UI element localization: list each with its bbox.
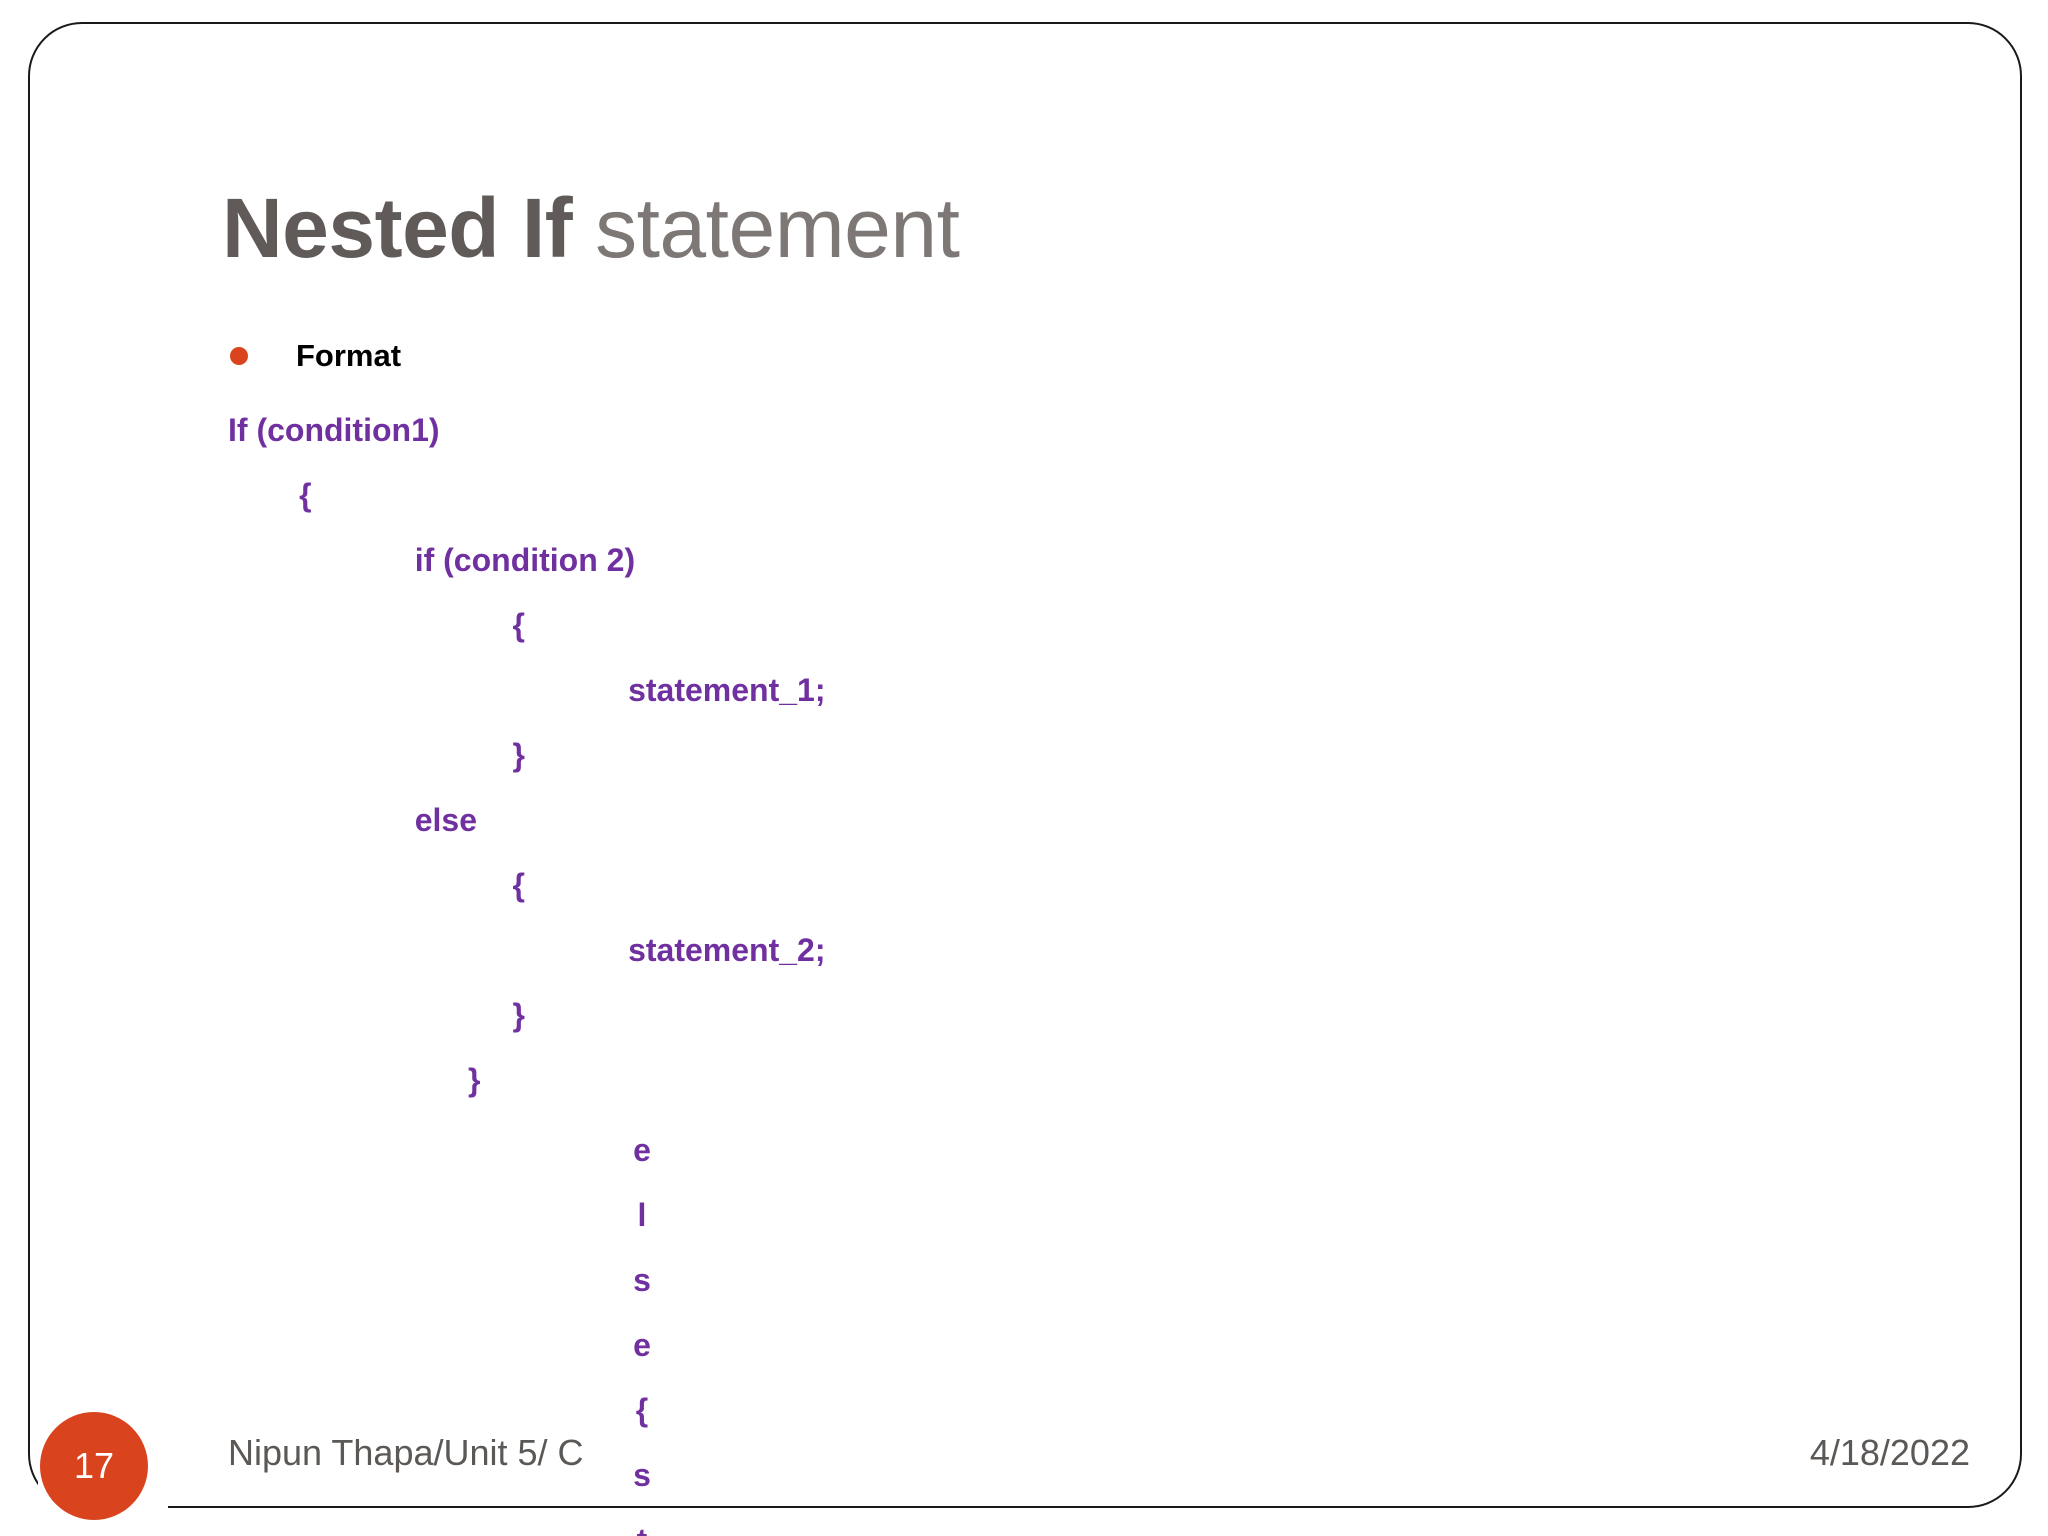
code-line: statement_1; bbox=[228, 672, 826, 708]
code-line: { bbox=[228, 867, 525, 903]
code-line: If (condition1) bbox=[228, 412, 440, 448]
code-line: statement_2; bbox=[228, 932, 826, 968]
code-overflow-char: e bbox=[633, 1327, 651, 1363]
page-number-badge: 17 bbox=[40, 1412, 148, 1520]
code-line: else bbox=[228, 802, 477, 838]
bullet-dot-icon bbox=[230, 346, 248, 365]
code-overflow-char: e bbox=[633, 1132, 651, 1168]
code-overflow-char: t bbox=[622, 1508, 662, 1536]
page-title-strong: Nested If bbox=[222, 181, 573, 276]
code-block-overflow: else{sta bbox=[622, 1118, 662, 1536]
footer-date: 4/18/2022 bbox=[1809, 1432, 1970, 1473]
bullet-item-label: Format bbox=[296, 338, 402, 373]
code-line: } bbox=[228, 1062, 481, 1098]
code-line: } bbox=[228, 997, 525, 1033]
code-block: If (condition1) { if (condition 2) { sta… bbox=[228, 398, 1468, 1113]
code-line: { bbox=[228, 607, 525, 643]
code-line: if (condition 2) bbox=[228, 542, 636, 578]
page-title-light: statement bbox=[572, 181, 960, 276]
code-overflow-char: s bbox=[633, 1457, 651, 1493]
footer-attribution: Nipun Thapa/Unit 5/ C bbox=[228, 1432, 584, 1473]
code-line: { bbox=[228, 477, 312, 513]
code-overflow-char: l bbox=[637, 1197, 647, 1233]
page-title: Nested If statement bbox=[222, 181, 960, 276]
code-line: } bbox=[228, 737, 525, 773]
code-overflow-char: s bbox=[633, 1262, 651, 1298]
code-overflow-char: { bbox=[635, 1392, 649, 1428]
bullet-item-format: Format bbox=[230, 340, 401, 371]
